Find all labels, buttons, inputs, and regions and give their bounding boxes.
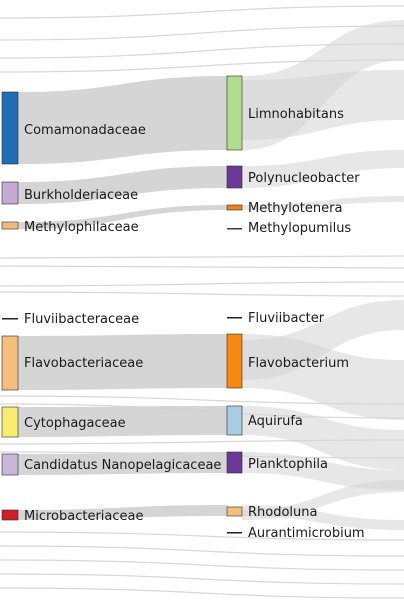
family-node-comamonadaceae	[1, 91, 19, 165]
genus-node-limnohabitans	[226, 75, 243, 151]
background-flow-line	[0, 559, 404, 571]
background-flow-line	[0, 255, 404, 259]
genus-outgoing-flows	[242, 20, 404, 530]
genus-label-aquirufa: Aquirufa	[248, 414, 303, 429]
background-flow-line	[0, 587, 404, 599]
genus-node-aquirufa	[226, 405, 243, 436]
background-flow-line	[0, 5, 404, 19]
background-flow-line	[0, 545, 404, 557]
nodes	[1, 75, 243, 534]
family-label-methylophilaceae: Methylophilaceae	[24, 220, 139, 235]
family-label-burkholderiaceae: Burkholderiaceae	[24, 188, 138, 203]
outgoing-flow-band	[242, 300, 404, 380]
outgoing-flow-band	[242, 480, 404, 520]
family-node-flavobacteriaceae	[1, 335, 19, 391]
background-flow-line	[0, 573, 404, 585]
family-node-methylophilaceae	[1, 221, 19, 230]
outgoing-flow-band	[242, 150, 404, 188]
family-node-fluviibacteraceae	[2, 318, 18, 320]
background-flow-line	[0, 25, 404, 41]
genus-node-methylopumilus	[227, 228, 242, 230]
family-label-cytophagaceae: Cytophagaceae	[24, 416, 126, 431]
background-flow-line	[0, 281, 404, 287]
genus-node-methylotenera	[226, 204, 243, 211]
background-flow-line	[0, 291, 404, 297]
flow-band	[18, 505, 228, 520]
flow-band	[18, 76, 228, 164]
family-genus-flows	[18, 76, 228, 520]
outgoing-flow-band	[242, 70, 404, 140]
genus-label-methylotenera: Methylotenera	[248, 201, 342, 216]
genus-node-aurantimicrobium	[227, 532, 242, 534]
flow-band	[18, 406, 228, 437]
family-label-candidatus-nanopelagicaceae: Candidatus Nanopelagicaceae	[24, 458, 221, 473]
flow-band	[18, 166, 228, 204]
family-label-microbacteriaceae: Microbacteriaceae	[24, 509, 143, 524]
background-flow-line	[0, 531, 404, 541]
genus-node-rhodoluna	[226, 506, 243, 517]
genus-node-planktophila	[226, 451, 243, 474]
family-node-burkholderiaceae	[1, 181, 19, 205]
outgoing-flow-band	[242, 452, 404, 490]
family-node-microbacteriaceae	[1, 509, 19, 521]
flow-band	[18, 334, 228, 390]
family-label-fluviibacteraceae: Fluviibacteraceae	[24, 312, 139, 327]
genus-node-polynucleobacter	[226, 165, 243, 189]
genus-label-limnohabitans: Limnohabitans	[248, 107, 344, 122]
genus-label-flavobacterium: Flavobacterium	[248, 356, 349, 371]
outgoing-flow-band	[242, 406, 404, 470]
outgoing-flow-band	[242, 196, 404, 210]
family-label-comamonadaceae: Comamonadaceae	[24, 123, 146, 138]
family-node-cytophagaceae	[1, 406, 19, 438]
genus-node-flavobacterium	[226, 333, 243, 389]
family-node-candidatus-nanopelagicaceae	[1, 453, 19, 476]
genus-label-polynucleobacter: Polynucleobacter	[248, 171, 360, 186]
family-label-flavobacteriaceae: Flavobacteriaceae	[24, 356, 143, 371]
flow-band	[18, 452, 228, 475]
background-flows	[0, 5, 404, 599]
genus-label-rhodoluna: Rhodoluna	[248, 505, 318, 520]
genus-label-methylopumilus: Methylopumilus	[248, 221, 351, 236]
genus-label-planktophila: Planktophila	[248, 457, 328, 472]
flow-band	[18, 205, 228, 229]
genus-label-aurantimicrobium: Aurantimicrobium	[248, 526, 365, 541]
background-flow-line	[0, 265, 404, 269]
genus-label-fluviibacter: Fluviibacter	[248, 311, 325, 326]
genus-node-fluviibacter	[227, 317, 242, 319]
